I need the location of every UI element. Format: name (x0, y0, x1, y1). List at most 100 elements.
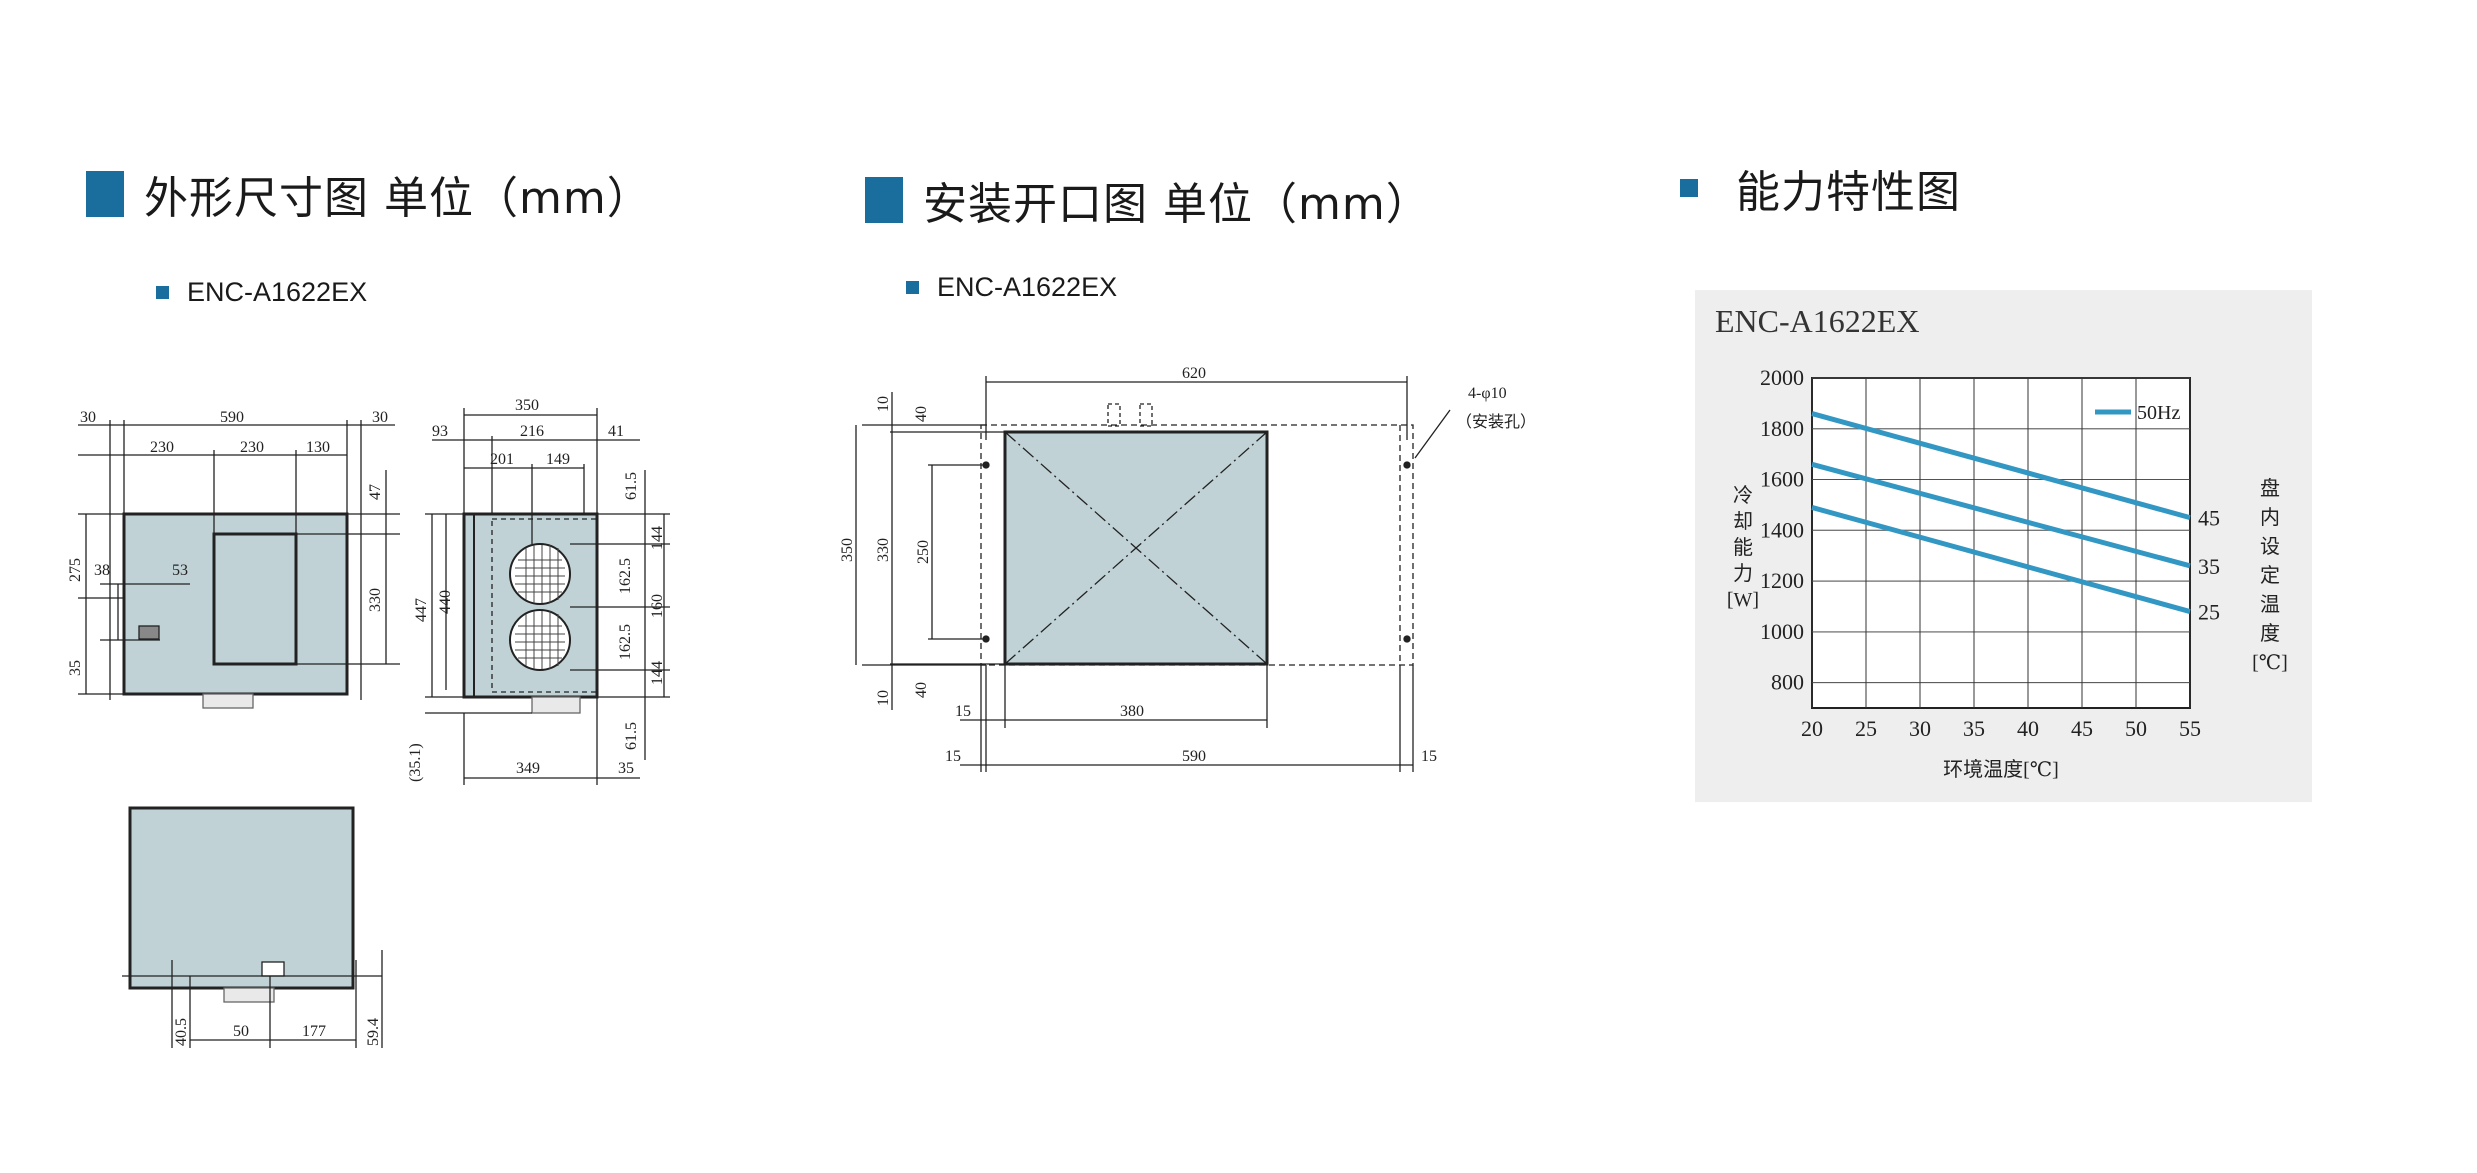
side-view (425, 408, 670, 785)
right-axis-title-char: [℃] (2252, 652, 2288, 674)
right-axis-title-char: 内 (2260, 506, 2280, 529)
dim-label: 201 (490, 451, 514, 468)
dim-label: 35 (67, 660, 84, 676)
x-axis-title: 环境温度[℃] (1943, 758, 2059, 781)
y-tick-label: 2000 (1760, 365, 1804, 390)
section-marker-icon (1680, 179, 1698, 197)
dim-label: 53 (172, 562, 188, 579)
y-axis-title-char: 力 (1733, 562, 1753, 585)
y-axis-title-char: 能 (1733, 536, 1753, 559)
section-marker-icon (86, 171, 124, 217)
dim-label: 40 (913, 406, 930, 422)
dim-label: 350 (839, 538, 856, 562)
opening-title-text: 安装开口图 单位（mm） (923, 179, 1431, 230)
hole-count-label: 4-φ10 (1468, 385, 1507, 402)
dim-label: 35 (618, 760, 634, 777)
dim-label: 330 (367, 588, 384, 612)
dim-label: 93 (432, 423, 448, 440)
dim-label: 61.5 (623, 722, 640, 750)
series-line (1811, 411, 2191, 521)
dim-label: 160 (649, 594, 666, 618)
dim-label: 349 (516, 760, 540, 777)
dim-label: 30 (372, 409, 388, 426)
dim-label: 10 (875, 396, 892, 412)
dim-label: 41 (608, 423, 624, 440)
y-tick-label: 1600 (1760, 467, 1804, 492)
dim-label: 130 (306, 439, 330, 456)
x-tick-label: 45 (2071, 716, 2093, 741)
x-tick-label: 20 (1801, 716, 1823, 741)
dim-label: 10 (875, 690, 892, 706)
outline-model-text: ENC-A1622EX (187, 277, 368, 307)
dim-label: 59.4 (365, 1018, 382, 1046)
x-tick-label: 35 (1963, 716, 1985, 741)
dim-label: 61.5 (623, 472, 640, 500)
dim-label: 50 (233, 1023, 249, 1040)
series-line (1811, 505, 2191, 614)
dim-label: 144 (649, 526, 666, 550)
right-axis-title-char: 设 (2260, 535, 2280, 558)
right-axis-title-char: 度 (2260, 622, 2280, 645)
right-axis-title-char: 盘 (2260, 477, 2280, 500)
dim-label: 250 (915, 540, 932, 564)
dim-label: 447 (413, 598, 430, 622)
y-tick-label: 1800 (1760, 416, 1804, 441)
series-label: 25 (2198, 600, 2220, 625)
dim-label: 330 (875, 538, 892, 562)
capacity-section-title: 能力特性图 (1680, 156, 1961, 220)
dim-label: 40.5 (173, 1018, 190, 1046)
x-tick-label: 55 (2179, 716, 2201, 741)
opening-view (855, 376, 1451, 772)
right-axis-title-char: 温 (2260, 593, 2280, 616)
series-label: 45 (2198, 506, 2220, 531)
opening-model-label: ENC-A1622EX (906, 272, 1117, 303)
y-tick-label: 800 (1771, 670, 1804, 695)
y-tick-label: 1400 (1760, 517, 1804, 542)
dim-label: 162.5 (617, 558, 634, 594)
bottom-view (122, 806, 383, 1048)
y-tick-label: 1200 (1760, 568, 1804, 593)
dim-label: 590 (1182, 748, 1206, 765)
dim-label: 620 (1182, 365, 1206, 382)
opening-view-dims: 620 4-φ10 （安装孔） 10 40 350 330 250 40 10 … (839, 365, 1536, 765)
dim-label: 149 (546, 451, 570, 468)
front-view-dims: 30 590 30 230 230 130 275 35 38 53 47 33… (67, 409, 388, 676)
dim-label: 47 (367, 484, 384, 500)
dim-label: 230 (240, 439, 264, 456)
dim-label: 15 (945, 748, 961, 765)
dim-label: 144 (649, 661, 666, 685)
dim-label: 216 (520, 423, 544, 440)
series-line (1811, 461, 2191, 569)
dim-label: 177 (302, 1023, 326, 1040)
dim-label: 440 (437, 590, 454, 614)
y-axis-title-char: 冷 (1733, 484, 1753, 507)
capacity-chart: 800 1000 1200 1400 1600 1800 2000 20 25 30 35 40 45 5… (1715, 303, 2288, 781)
bottom-view-dims: 40.5 50 177 59.4 (173, 1018, 382, 1046)
bullet-icon (906, 281, 919, 294)
capacity-chart-panel: 800 1000 1200 1400 1600 1800 2000 20 25 30 35 40 45 5… (1695, 290, 2312, 802)
dim-label: 162.5 (617, 624, 634, 660)
x-tick-label: 30 (1909, 716, 1931, 741)
capacity-title-text: 能力特性图 (1736, 167, 1961, 218)
dim-label: 15 (955, 703, 971, 720)
front-view (78, 420, 400, 709)
x-tick-label: 40 (2017, 716, 2039, 741)
outline-model-label: ENC-A1622EX (156, 277, 367, 308)
side-view-dims: 350 93 216 41 201 149 447 440 (35.1) 61.… (407, 397, 666, 782)
hole-note-label: （安装孔） (1456, 413, 1536, 431)
dim-label: 590 (220, 409, 244, 426)
y-axis-title-char: [W] (1727, 589, 1759, 611)
outline-title-text: 外形尺寸图 单位（mm） (144, 173, 652, 224)
dim-label: 40 (913, 682, 930, 698)
dim-label: (35.1) (407, 743, 424, 782)
dim-label: 230 (150, 439, 174, 456)
outline-section-title: 外形尺寸图 单位（mm） (86, 162, 652, 226)
series-label: 35 (2198, 554, 2220, 579)
dim-label: 380 (1120, 703, 1144, 720)
right-axis-title-char: 定 (2260, 564, 2280, 587)
dim-label: 275 (67, 558, 84, 582)
chart-title: ENC-A1622EX (1715, 303, 1919, 339)
y-tick-label: 1000 (1760, 619, 1804, 644)
section-marker-icon (865, 177, 903, 223)
